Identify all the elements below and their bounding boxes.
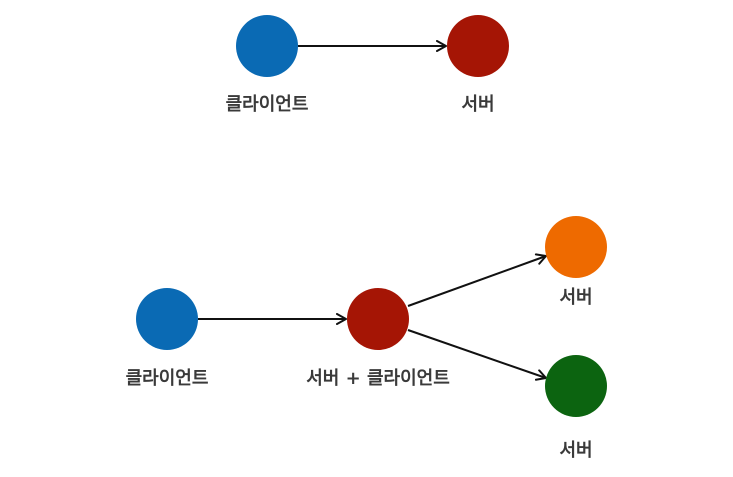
middle-server-client-node bbox=[347, 288, 409, 350]
middle-to-bottom-server-arrow bbox=[407, 329, 547, 381]
top-client-label: 클라이언트 bbox=[226, 94, 309, 115]
top-right-server-label: 서버 bbox=[559, 287, 592, 308]
middle-to-top-server-arrow bbox=[407, 253, 547, 307]
top-server-node bbox=[447, 15, 509, 77]
middle-server-client-label: 서버 + 클라이언트 bbox=[306, 368, 450, 389]
top-server-label: 서버 bbox=[461, 94, 494, 115]
top-client-node bbox=[236, 15, 298, 77]
top-right-server-node bbox=[545, 216, 607, 278]
bottom-right-server-label: 서버 bbox=[559, 440, 592, 461]
top-diagram: 클라이언트 서버 bbox=[226, 15, 509, 115]
bottom-diagram: 클라이언트 서버 + 클라이언트 서버 서버 bbox=[126, 216, 607, 461]
bottom-client-label: 클라이언트 bbox=[126, 368, 209, 389]
bottom-client-node bbox=[136, 288, 198, 350]
bottom-right-server-node bbox=[545, 355, 607, 417]
